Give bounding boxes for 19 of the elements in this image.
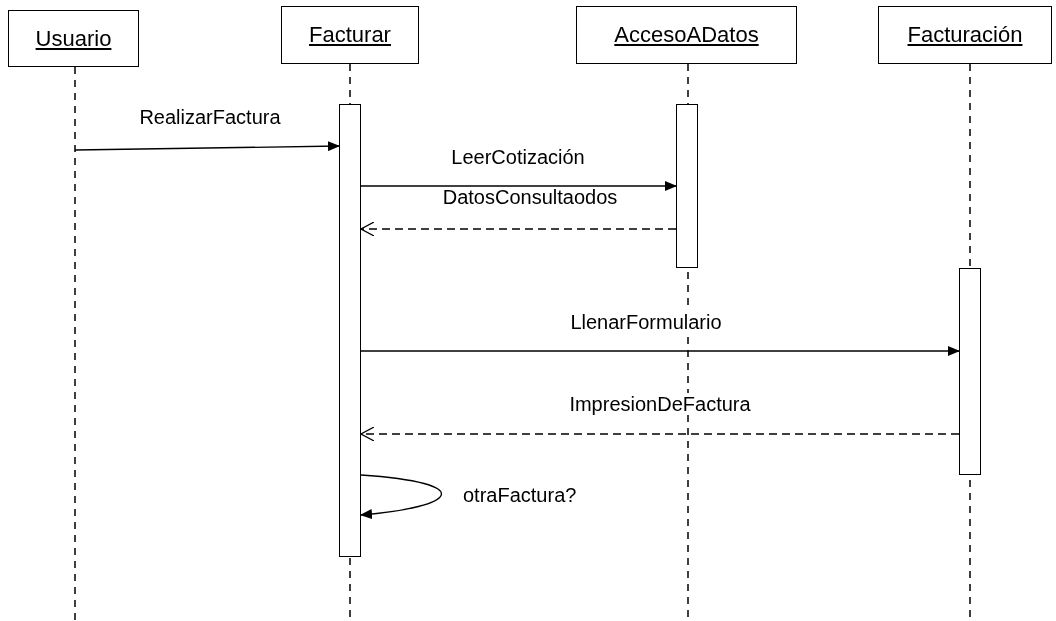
message-label: LlenarFormulario <box>570 311 722 333</box>
lifeline-head-box <box>576 6 797 64</box>
lifeline-head-box <box>281 6 419 64</box>
lifeline-head-box <box>878 6 1052 64</box>
message-arrow <box>360 426 960 442</box>
activation-bar <box>676 104 698 268</box>
message-arrow <box>360 474 442 519</box>
object-name: Facturar <box>309 22 391 48</box>
message-arrow <box>360 181 677 191</box>
message-arrow <box>360 346 960 356</box>
lifeline-head-box <box>8 10 139 67</box>
object-name: Usuario <box>35 25 112 52</box>
activation-bar <box>959 268 981 475</box>
activation-bar <box>339 104 361 557</box>
message-arrow <box>74 141 340 152</box>
message-label: ImpresionDeFactura <box>569 393 751 415</box>
message-arrow <box>360 221 677 237</box>
object-name: Facturación <box>907 22 1023 48</box>
object-name: AccesoADatos <box>614 22 759 48</box>
